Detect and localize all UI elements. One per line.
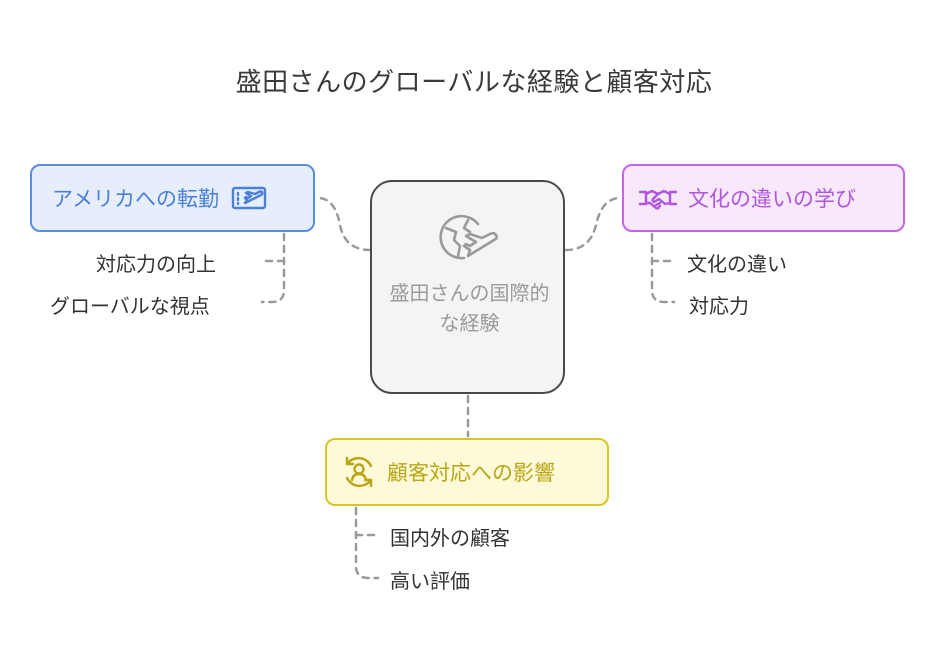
- connector-center-to-culture: [564, 196, 622, 252]
- topic-customer-label: 顧客対応への影響: [387, 461, 555, 485]
- topic-customer: 顧客対応への影響: [325, 438, 609, 506]
- customer-item-2: 高い評価: [390, 569, 470, 593]
- topic-transfer-label: アメリカへの転勤: [52, 187, 219, 211]
- customer-item-1: 国内外の顧客: [390, 526, 510, 550]
- connector-culture-sub: [650, 232, 676, 304]
- topic-transfer: アメリカへの転勤: [30, 164, 315, 232]
- diagram-title: 盛田さんのグローバルな経験と顧客対応: [235, 68, 713, 98]
- connector-transfer-sub: [260, 232, 286, 304]
- culture-item-2: 対応力: [689, 294, 749, 318]
- topic-culture-label: 文化の違いの学び: [688, 187, 856, 211]
- center-label: 盛田さんの国際的な経験: [389, 281, 550, 335]
- transfer-item-1: 対応力の向上: [96, 252, 216, 276]
- globe-airplane-icon: [439, 214, 498, 260]
- center-node: 盛田さんの国際的な経験: [370, 180, 565, 394]
- transfer-item-2: グローバルな視点: [50, 294, 210, 318]
- handshake-icon: [638, 189, 678, 210]
- topic-culture: 文化の違いの学び: [622, 164, 905, 232]
- connector-customer-sub: [354, 506, 380, 580]
- user-cycle-icon: [345, 456, 373, 488]
- connector-center-to-transfer: [316, 196, 372, 252]
- airplane-ticket-icon: [231, 186, 267, 210]
- culture-item-1: 文化の違い: [687, 252, 787, 276]
